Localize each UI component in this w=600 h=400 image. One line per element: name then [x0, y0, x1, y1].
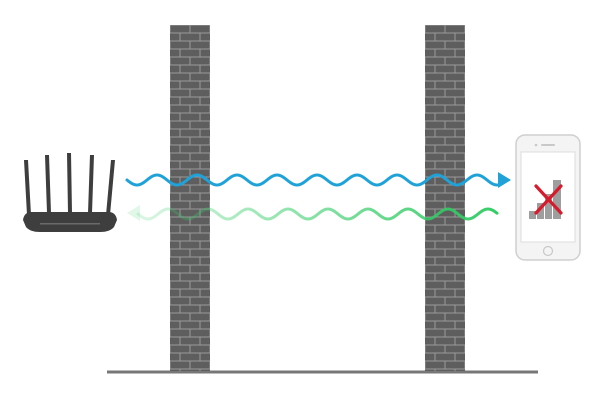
- smartphone-icon: [515, 134, 581, 261]
- outgoing-signal-wave: [125, 172, 511, 188]
- phone-home-button: [542, 245, 554, 257]
- phone-camera: [534, 143, 538, 147]
- phone-speaker: [541, 144, 555, 146]
- outgoing-wave-line: [125, 173, 501, 187]
- brick-wall-right: [425, 25, 465, 371]
- signal-bar: [545, 194, 552, 219]
- router-antenna: [88, 155, 94, 213]
- brick-wall-icon: [425, 25, 465, 371]
- signal-bar: [529, 211, 536, 219]
- router-antenna: [67, 153, 72, 213]
- brick-wall-left: [170, 25, 210, 371]
- return-arrowhead: [127, 205, 140, 221]
- return-wave-line: [136, 207, 499, 221]
- router-antenna: [106, 160, 115, 215]
- no-signal-cross-icon: [534, 184, 563, 215]
- router-antenna: [24, 160, 31, 215]
- router-light-strip: [40, 223, 100, 225]
- return-signal-wave: [127, 205, 499, 221]
- brick-wall-icon: [170, 25, 210, 371]
- signal-bar: [553, 180, 561, 219]
- router-body: [23, 212, 117, 232]
- outgoing-arrowhead: [498, 172, 511, 188]
- signal-bar: [537, 203, 544, 219]
- wifi-router-icon: [23, 153, 117, 232]
- signal-strength-icon: [529, 180, 561, 219]
- router-antenna: [45, 155, 51, 213]
